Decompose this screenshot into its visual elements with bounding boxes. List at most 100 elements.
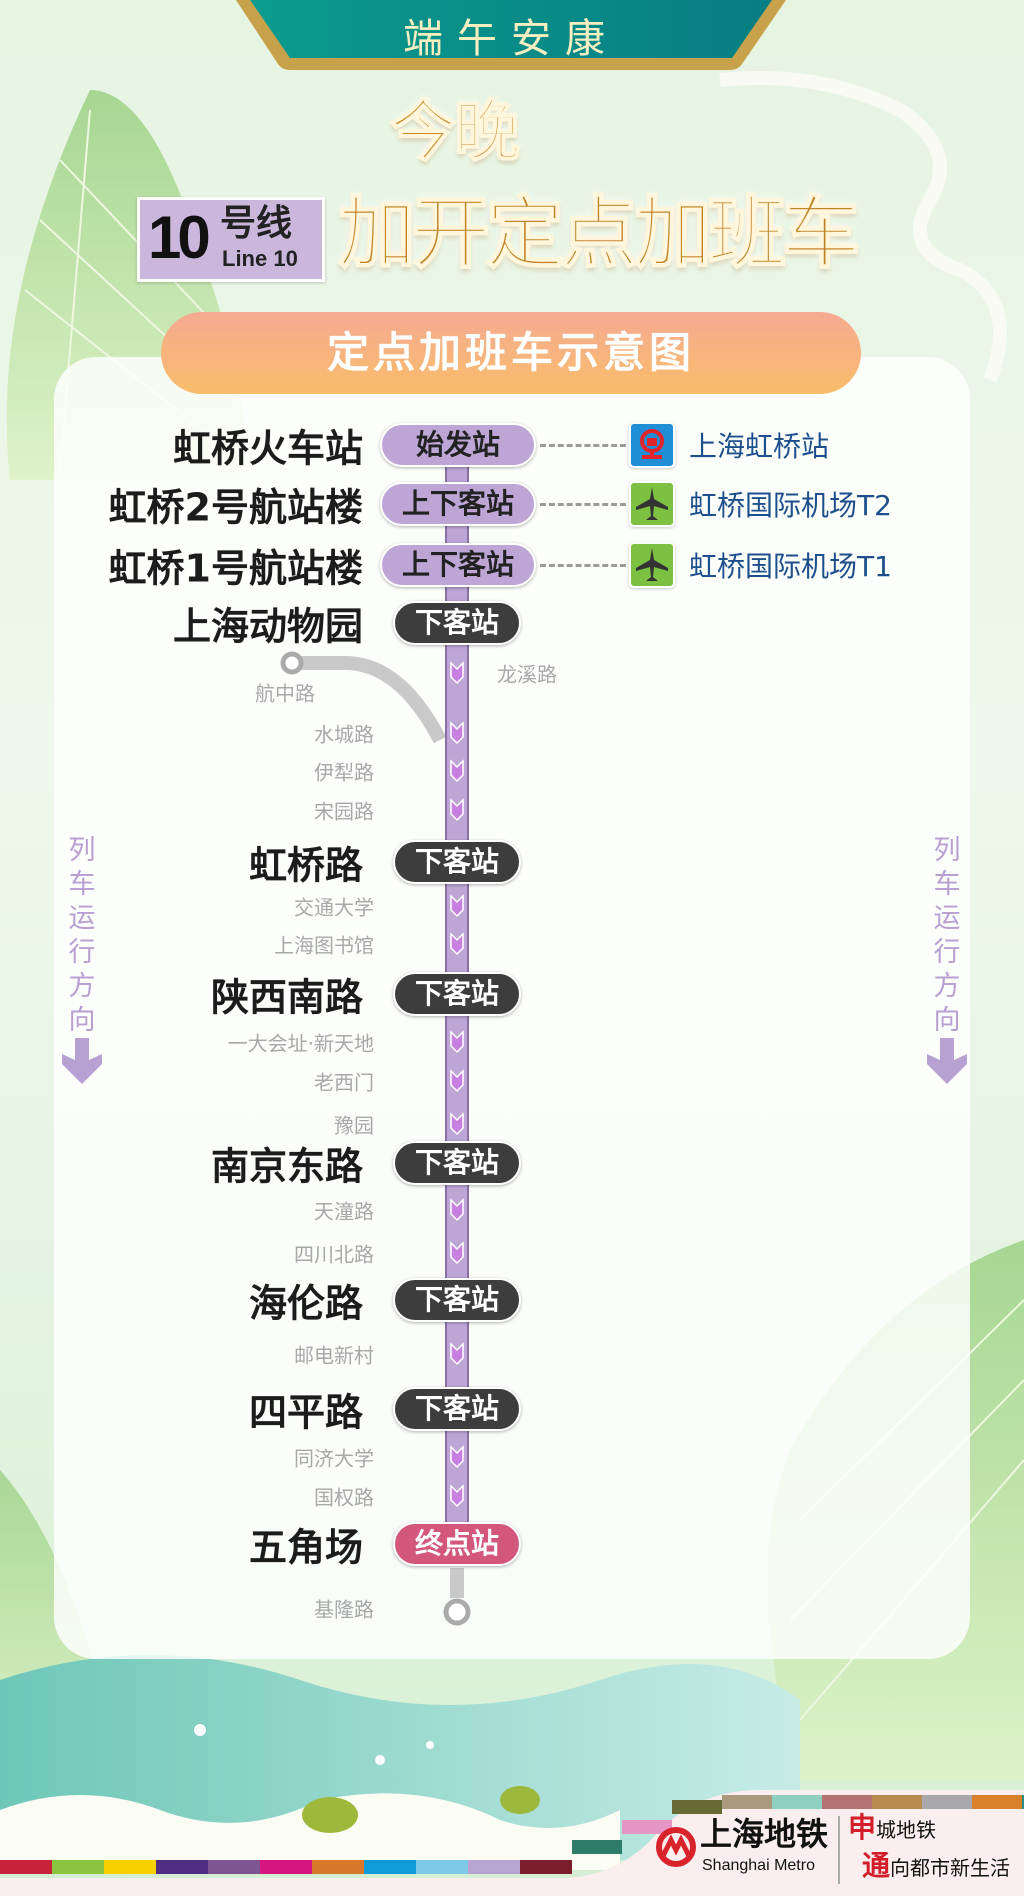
stripe-segment	[416, 1860, 468, 1874]
stripe-segment	[672, 1800, 722, 1814]
line-label-cn: 号线	[220, 203, 293, 244]
transfer-label: 上海虹桥站	[689, 430, 830, 463]
line-number: 10	[148, 204, 211, 271]
stripe-segment	[104, 1860, 156, 1874]
branch-station-name: 航中路	[255, 681, 315, 706]
station-name-minor: 国权路	[314, 1485, 374, 1510]
station-name-minor: 上海图书馆	[274, 933, 374, 958]
station-name-minor: 四川北路	[294, 1242, 374, 1267]
cloud-swirl	[719, 71, 1007, 383]
transfer-label: 虹桥国际机场T2	[689, 489, 892, 522]
stripe-segment	[722, 1795, 772, 1809]
branch-line	[280, 651, 471, 1626]
station-type-badge: 下客站	[393, 840, 521, 884]
station-type-badge: 下客站	[393, 1141, 521, 1185]
direction-char: 运	[68, 903, 96, 934]
section-title: 定点加班车示意图	[161, 312, 861, 394]
station-name-minor: 伊犁路	[314, 760, 374, 785]
station-name: 虹桥1号航站楼	[108, 546, 363, 591]
station-type-badge: 始发站	[380, 423, 536, 467]
transfer-connector	[540, 444, 626, 447]
footer-band	[0, 1790, 1024, 1896]
direction-chevron-icon	[450, 798, 464, 822]
direction-chevron-icon	[450, 1030, 464, 1054]
slogan-text-2: 向都市新生活	[890, 1856, 1011, 1880]
station-name-minor: 老西门	[314, 1070, 374, 1095]
direction-char: 向	[933, 1005, 961, 1036]
direction-chevron-icon	[450, 759, 464, 783]
stripe-segment	[772, 1795, 822, 1809]
direction-chevron-icon	[450, 1069, 464, 1093]
direction-char: 方	[933, 971, 961, 1002]
station-type-badge: 下客站	[393, 1387, 521, 1431]
transfer-label: 虹桥国际机场T1	[689, 550, 892, 583]
stripe-segment	[520, 1860, 572, 1874]
station-name: 海伦路	[248, 1281, 363, 1326]
direction-char: 车	[933, 869, 961, 900]
river-waves	[0, 1655, 800, 1870]
shanghai-metro-logo-en: Shanghai Metro	[702, 1857, 815, 1874]
down-arrow-icon	[927, 1038, 967, 1084]
station-type-badge: 下客站	[393, 1278, 521, 1322]
stripe-segment	[0, 1860, 52, 1874]
station-name: 五角场	[248, 1525, 363, 1570]
station-name-minor: 龙溪路	[497, 662, 557, 687]
stripe-segment	[260, 1860, 312, 1874]
station-name: 四平路	[248, 1390, 363, 1435]
station-type-badge: 下客站	[393, 601, 521, 645]
direction-char: 方	[68, 971, 96, 1002]
stripe-segment	[822, 1795, 872, 1809]
transfer-connector	[540, 564, 626, 567]
direction-chevron-icon	[450, 721, 464, 745]
stripe-segment	[364, 1860, 416, 1874]
direction-chevron-icon	[450, 932, 464, 956]
headline-main: 加开定点加班车	[337, 189, 861, 279]
line-label-en: Line 10	[222, 246, 298, 271]
station-name-minor: 一大会址·新天地	[227, 1031, 374, 1056]
line-10-badge: 10 号线 Line 10	[137, 197, 325, 282]
stripe-segment	[872, 1795, 922, 1809]
shanghai-metro-logo-text: 上海地铁	[700, 1815, 829, 1853]
direction-char: 向	[68, 1005, 96, 1036]
stripe-segment	[972, 1795, 1022, 1809]
slogan-line2: 通向都市新生活	[862, 1852, 1010, 1880]
station-name-minor: 天潼路	[314, 1199, 374, 1224]
station-name-minor: 交通大学	[294, 895, 374, 920]
station-name: 上海动物园	[172, 604, 363, 649]
slogan-line1: 申城地铁	[848, 1814, 936, 1842]
railway-station-icon	[629, 422, 675, 468]
direction-char: 运	[933, 903, 961, 934]
station-name-minor: 豫园	[334, 1113, 374, 1138]
station-type-badge: 下客站	[393, 972, 521, 1016]
station-name: 南京东路	[210, 1144, 363, 1189]
direction-chevron-icon	[450, 1112, 464, 1136]
transfer-connector	[540, 503, 626, 506]
slogan-head-2: 通	[862, 1849, 891, 1882]
station-name-minor: 同济大学	[294, 1446, 374, 1471]
direction-char: 行	[933, 937, 961, 968]
banner-title: 端午安康	[403, 16, 619, 62]
direction-char: 行	[68, 937, 96, 968]
direction-chevron-icon	[450, 1445, 464, 1469]
station-name: 虹桥2号航站楼	[108, 485, 363, 530]
stripe-segment	[52, 1860, 104, 1874]
headline-tonight: 今晚	[389, 93, 521, 170]
station-name: 虹桥路	[248, 843, 363, 888]
direction-char: 列	[933, 835, 961, 866]
station-name-minor: 邮电新村	[294, 1343, 374, 1368]
airplane-icon	[629, 481, 675, 527]
down-arrow-icon	[62, 1038, 102, 1084]
direction-chevron-icon	[450, 1198, 464, 1222]
station-name-minor: 基隆路	[314, 1597, 374, 1622]
station-name-minor: 宋园路	[314, 799, 374, 824]
direction-label-right: 列车运行方向	[927, 834, 967, 1093]
stripe-segment	[922, 1795, 972, 1809]
stripe-segment	[312, 1860, 364, 1874]
station-name: 虹桥火车站	[172, 426, 363, 471]
station-type-badge: 终点站	[393, 1522, 521, 1566]
title-banner	[236, 0, 786, 70]
stripe-segment	[208, 1860, 260, 1874]
direction-char: 车	[68, 869, 96, 900]
slogan-text-1: 城地铁	[876, 1818, 937, 1842]
metro-color-stripe	[0, 1795, 1024, 1874]
